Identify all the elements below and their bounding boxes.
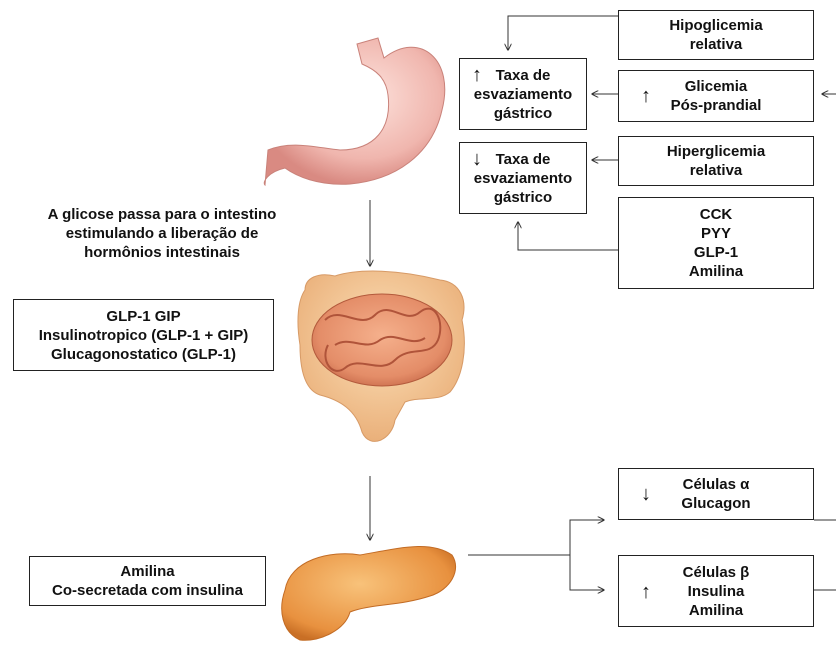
beta-line-2: Insulina bbox=[688, 582, 745, 601]
hormones-line-1: CCK bbox=[700, 205, 733, 224]
hyper-line-2: relativa bbox=[690, 161, 743, 180]
hypoglycemia-box: Hipoglicemia relativa bbox=[618, 10, 814, 60]
down-arrow-icon: ↓ bbox=[472, 149, 482, 169]
beta-cells-box: ↑ Células β Insulina Amilina bbox=[618, 555, 814, 627]
gastric-down-line-1: Taxa de bbox=[496, 150, 551, 169]
beta-line-3: Amilina bbox=[689, 601, 743, 620]
hyperglycemia-box: Hiperglicemia relativa bbox=[618, 136, 814, 186]
gastric-emptying-up-box: ↑ Taxa de esvaziamento gástrico bbox=[459, 58, 587, 130]
down-arrow-icon: ↓ bbox=[641, 484, 651, 504]
amylin-line-1: Amilina bbox=[120, 562, 174, 581]
gastric-up-line-3: gástrico bbox=[494, 104, 552, 123]
alpha-cells-box: ↓ Células α Glucagon bbox=[618, 468, 814, 520]
beta-line-1: Células β bbox=[683, 563, 750, 582]
hormones-line-2: PYY bbox=[701, 224, 731, 243]
arrow-hormones-to-gastric bbox=[518, 222, 618, 250]
glycemia-line-1: Glicemia bbox=[685, 77, 748, 96]
gastric-up-line-2: esvaziamento bbox=[474, 85, 572, 104]
gastric-down-line-2: esvaziamento bbox=[474, 169, 572, 188]
gastric-down-line-3: gástrico bbox=[494, 188, 552, 207]
gut-hormones-box: CCK PYY GLP-1 Amilina bbox=[618, 197, 814, 289]
alpha-line-1: Células α bbox=[683, 475, 750, 494]
arrow-hypo-to-gastric bbox=[508, 16, 618, 50]
glycemia-box: ↑ Glicemia Pós-prandial bbox=[618, 70, 814, 122]
hormones-line-4: Amilina bbox=[689, 262, 743, 281]
amylin-line-2: Co-secretada com insulina bbox=[52, 581, 243, 600]
hyper-line-1: Hiperglicemia bbox=[667, 142, 765, 161]
hormones-line-3: GLP-1 bbox=[694, 243, 738, 262]
gastric-emptying-down-box: ↓ Taxa de esvaziamento gástrico bbox=[459, 142, 587, 214]
incretins-box: GLP-1 GIP Insulinotropico (GLP-1 + GIP) … bbox=[13, 299, 274, 371]
up-arrow-icon: ↑ bbox=[641, 582, 651, 602]
arrow-to-beta bbox=[570, 555, 604, 590]
up-arrow-icon: ↑ bbox=[641, 86, 651, 106]
hypo-line-2: relativa bbox=[690, 35, 743, 54]
arrow-to-alpha bbox=[570, 520, 604, 555]
gastric-up-line-1: Taxa de bbox=[496, 66, 551, 85]
incretins-line-3: Glucagonostatico (GLP-1) bbox=[51, 345, 236, 364]
incretins-line-1: GLP-1 GIP bbox=[106, 307, 180, 326]
glycemia-line-2: Pós-prandial bbox=[671, 96, 762, 115]
hypo-line-1: Hipoglicemia bbox=[669, 16, 762, 35]
amylin-box: Amilina Co-secretada com insulina bbox=[29, 556, 266, 606]
glucose-caption: A glicose passa para o intestino estimul… bbox=[28, 205, 296, 262]
alpha-line-2: Glucagon bbox=[681, 494, 750, 513]
up-arrow-icon: ↑ bbox=[472, 65, 482, 85]
incretins-line-2: Insulinotropico (GLP-1 + GIP) bbox=[39, 326, 249, 345]
